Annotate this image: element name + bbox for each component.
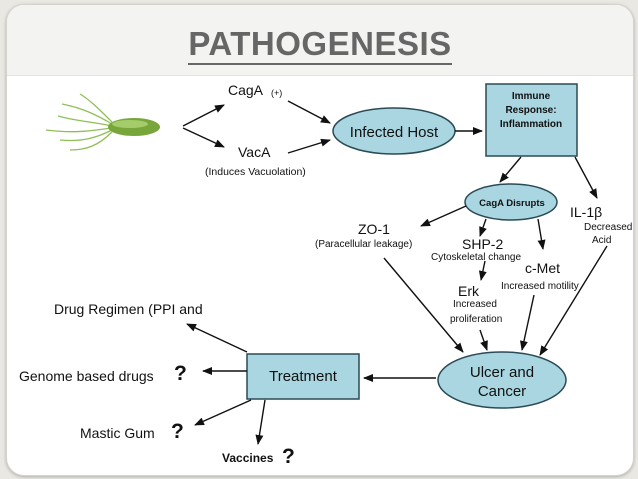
slide-title: PATHOGENESIS (7, 25, 633, 65)
cmet-label: c-Met (525, 260, 560, 276)
treatment-label: Treatment (269, 368, 338, 385)
erk-label: Erk (458, 283, 480, 299)
caga-label: CagA (228, 82, 264, 98)
mastic-gum-question: ? (171, 420, 184, 443)
ulcer-label-line2: Cancer (478, 383, 526, 400)
erk-note-line2: proliferation (450, 314, 502, 325)
drug-regimen-label: Drug Regimen (PPI and (54, 301, 203, 317)
ulcer-label-line1: Ulcer and (470, 364, 534, 381)
arrows (182, 100, 608, 445)
mastic-gum-label: Mastic Gum (80, 425, 155, 441)
ulcer-cancer-node (437, 351, 567, 409)
il1b-label: IL-1β (570, 204, 602, 220)
genome-drugs-label: Genome based drugs (19, 368, 154, 384)
vaca-label: VacA (238, 144, 271, 160)
caga-disrupts-label: CagA Disrupts (479, 198, 545, 209)
immune-label-line3: Inflammation (500, 119, 562, 130)
zo1-note: (Paracellular leakage) (315, 239, 412, 250)
vaccines-question: ? (282, 445, 295, 468)
caga-disrupts-node (464, 183, 558, 221)
immune-label-line1: Immune (512, 91, 551, 102)
vaccines-label: Vaccines (222, 451, 274, 465)
treatment-node (246, 353, 360, 400)
genome-drugs-question: ? (174, 362, 187, 385)
immune-response-node (485, 83, 578, 157)
immune-label-line2: Response: (505, 105, 556, 116)
erk-note-line1: Increased (453, 299, 497, 310)
shp2-note: Cytoskeletal change (431, 252, 521, 263)
infected-host-label: Infected Host (350, 124, 439, 141)
caga-plus-label: (+) (271, 88, 282, 98)
vaca-note: (Induces Vacuolation) (205, 166, 306, 178)
bacterium-icon (45, 93, 160, 151)
zo1-label: ZO-1 (358, 221, 390, 237)
il1b-note-line1: Decreased (584, 222, 632, 233)
shp2-label: SHP-2 (462, 236, 503, 252)
cmet-note: Increased motility (501, 281, 579, 292)
il1b-note-line2: Acid (592, 235, 611, 246)
title-band: PATHOGENESIS (7, 5, 633, 76)
